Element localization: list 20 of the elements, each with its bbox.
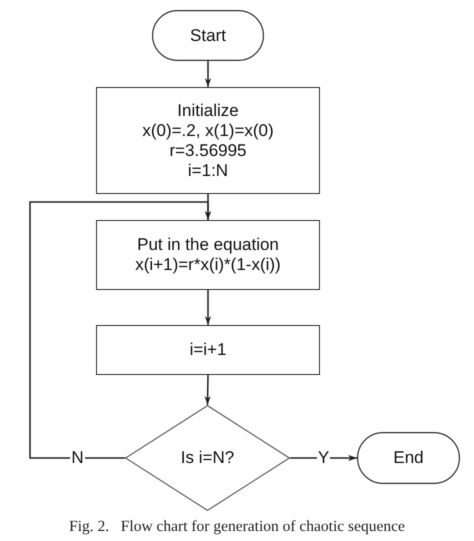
- box-text: Is i=N?: [180, 448, 234, 468]
- arrow: [204, 61, 212, 87]
- box-text: x(i+1)=r*x(i)*(1-x(i)): [135, 255, 281, 275]
- box-text: Start: [190, 26, 226, 46]
- arrow: [204, 290, 212, 325]
- box-heading: Put in the equation: [137, 235, 279, 255]
- box-text: x(0)=.2, x(1)=x(0): [142, 120, 274, 140]
- arrow: [204, 374, 211, 406]
- arrow: [290, 454, 357, 462]
- process-box: [96, 87, 320, 194]
- decision-diamond: [125, 405, 290, 511]
- box-heading: Initialize: [177, 100, 239, 120]
- box-text: End: [393, 448, 424, 468]
- box-text: i=1:N: [188, 160, 228, 180]
- figure-caption: Fig. 2. Flow chart for generation of chaotic sequence: [68, 518, 406, 536]
- box-text: r=3.56995: [169, 140, 247, 160]
- box-text: i=i+1: [190, 340, 226, 360]
- process-box: [96, 220, 320, 290]
- arrow: [29, 201, 212, 459]
- process-box: [96, 325, 320, 375]
